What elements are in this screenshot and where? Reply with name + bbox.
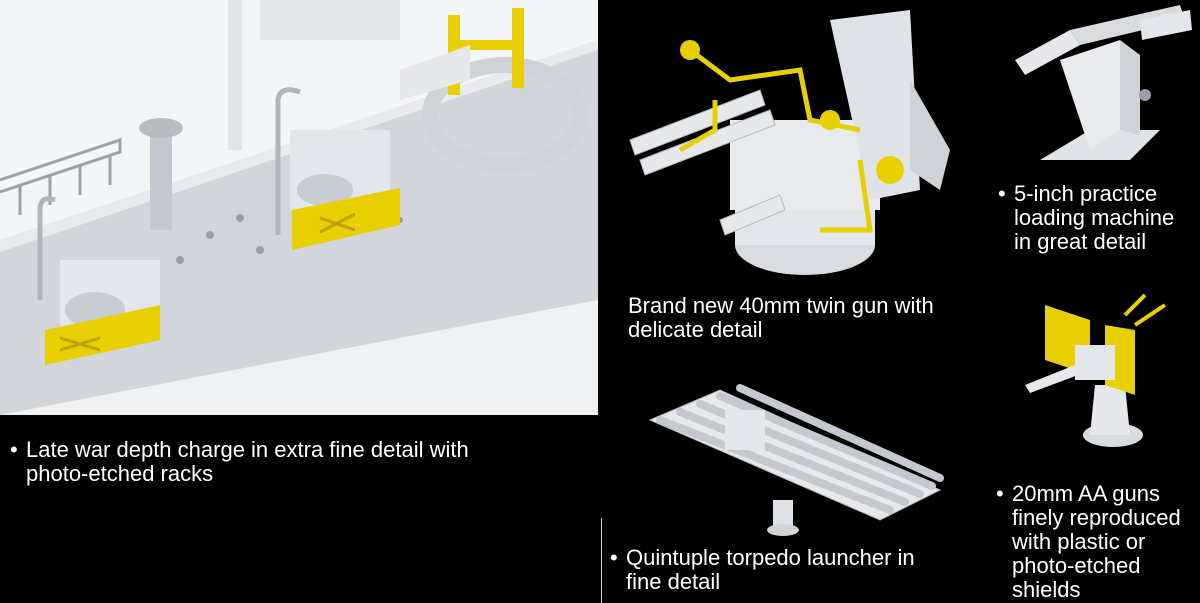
caption-line: with plastic or (1012, 529, 1146, 554)
deck-depth-charge-render (0, 0, 598, 415)
caption-line: shields (1012, 577, 1081, 602)
caption-line: Brand new 40mm twin gun with (628, 293, 934, 318)
caption-line: delicate detail (628, 317, 763, 342)
bullet-icon: • (996, 481, 1004, 506)
loading-machine-render (1010, 0, 1200, 170)
caption-aa-guns: • 20mm AA guns finely reproduced with pla… (996, 482, 1200, 602)
caption-twin-gun: Brand new 40mm twin gun with delicate de… (628, 294, 988, 342)
bullet-icon: • (10, 437, 18, 462)
caption-line: Late war depth charge in extra fine deta… (26, 437, 469, 462)
twin-gun-render (620, 0, 960, 290)
depth-charge-rack-1 (45, 260, 160, 365)
caption-line: photo-etched (1012, 553, 1141, 578)
divider-line (601, 518, 602, 603)
torpedo-launcher-render (640, 380, 950, 540)
caption-line: fine detail (626, 569, 721, 594)
caption-torpedo: • Quintuple torpedo launcher in fine deta… (610, 546, 970, 594)
caption-line: loading machine (1014, 205, 1175, 230)
aa-gun-render (1015, 285, 1200, 460)
caption-line: 20mm AA guns (1012, 481, 1160, 506)
caption-depth-charge: • Late war depth charge in extra fine det… (10, 438, 590, 486)
caption-line: photo-etched racks (26, 461, 214, 486)
caption-line: finely reproduced (1012, 505, 1181, 530)
bullet-icon: • (998, 181, 1006, 206)
bullet-icon: • (610, 545, 618, 570)
caption-line: Quintuple torpedo launcher in (626, 545, 915, 570)
caption-line: in great detail (1014, 229, 1147, 254)
depth-charge-rack-2 (290, 130, 400, 250)
caption-loading-machine: • 5-inch practice loading machine in grea… (998, 182, 1198, 254)
caption-line: 5-inch practice (1014, 181, 1158, 206)
